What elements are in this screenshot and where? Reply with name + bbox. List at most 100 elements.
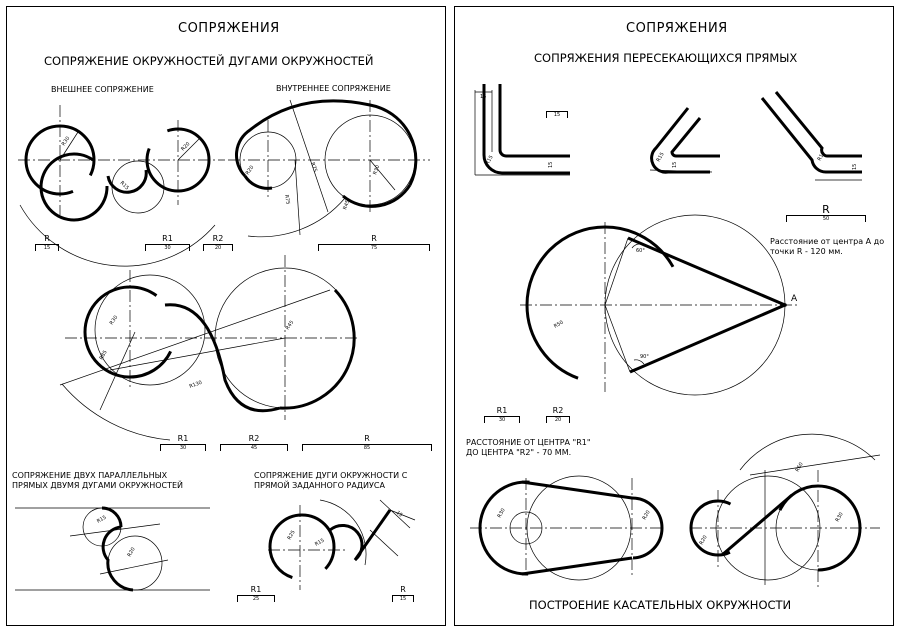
callout-r15: R15 xyxy=(119,180,130,191)
callout-r85: R85 xyxy=(99,349,109,361)
callout-r15d: R15 xyxy=(314,538,326,548)
callout-r15c: R15 xyxy=(96,515,108,525)
callout-r20b: R20 xyxy=(245,165,256,177)
dim-label: R xyxy=(44,234,50,243)
point-a-label: A xyxy=(791,294,798,304)
dim-label: R xyxy=(364,434,370,443)
distance-note-r1-r2: РАССТОЯНИЕ ОТ ЦЕНТРА "R1"ДО ЦЕНТРА "R2" … xyxy=(466,438,591,457)
dim-bar xyxy=(546,111,568,118)
dim-label: R2 xyxy=(248,434,260,443)
callout-r15f: R15 xyxy=(656,151,666,163)
dim-value: 15 xyxy=(553,112,561,118)
dim-value: 20 xyxy=(214,245,222,251)
dim-label: R1 xyxy=(162,234,173,243)
dim-box-corner-15: 15 xyxy=(546,101,568,121)
callout-r15g: R15 xyxy=(817,150,827,162)
dim-bar xyxy=(35,244,59,251)
dim-box-int-r: R 75 xyxy=(318,234,430,254)
dim-value: 85 xyxy=(363,445,371,451)
right-sheet-title: СОПРЯЖЕНИЯ xyxy=(626,21,728,36)
dim-label: R2 xyxy=(552,406,564,415)
dim-value: 30 xyxy=(498,417,506,423)
internal-tangency-figure: R75 R45 R30 R20 R75 xyxy=(228,99,430,238)
dim-box-mix-r: R 85 xyxy=(302,434,432,454)
internal-tangents-figure: R20 R30 R60 xyxy=(689,433,881,590)
parallel-lines-figure: R15 R20 xyxy=(15,506,210,592)
dim-value: 75 xyxy=(370,245,378,251)
external-tangency-label: ВНЕШНЕЕ СОПРЯЖЕНИЕ xyxy=(51,85,154,94)
dim-bar xyxy=(160,444,206,451)
callout-r60: R60 xyxy=(795,461,805,473)
dim-value: 15 xyxy=(43,245,51,251)
callout-90deg: 90° xyxy=(640,354,649,360)
left-drawing-sheet xyxy=(6,6,446,626)
dim-label: R xyxy=(400,585,406,594)
callout-r30d: R30 xyxy=(497,507,507,519)
dim-value: 30 xyxy=(164,245,171,251)
tangent-construction-heading: ПОСТРОЕНИЕ КАСАТЕЛЬНЫХ ОКРУЖНОСТИ xyxy=(529,598,792,612)
dim-box-arc-r: R 15 xyxy=(392,585,414,605)
dim-value: 15 xyxy=(399,596,407,602)
external-tangency-figure: R30 R20 R 15 xyxy=(18,105,225,267)
dim-bar xyxy=(484,416,520,423)
callout-r20e: R20 xyxy=(699,534,709,546)
callout-d15d: 15 xyxy=(852,164,858,170)
tangent-from-point-figure: A R50 60° 90° xyxy=(520,214,800,396)
dim-label: R xyxy=(371,234,377,243)
callout-r45c: R45 xyxy=(285,320,296,332)
callout-r50: R50 xyxy=(553,320,565,330)
callout-r20: R20 xyxy=(180,141,191,152)
left-sheet-title: СОПРЯЖЕНИЯ xyxy=(178,21,280,36)
callout-d15b: 15 xyxy=(548,162,554,168)
dim-bar xyxy=(203,244,233,251)
callout-r20c: R20 xyxy=(127,546,137,558)
dim-label: R1 xyxy=(496,406,508,415)
callout-r30b: R30 xyxy=(372,164,381,175)
callout-d15c: 15 xyxy=(672,162,678,168)
callout-d15: 15 xyxy=(480,94,486,100)
dim-value: 50 xyxy=(822,216,830,222)
dim-bar xyxy=(546,416,570,423)
callout-r75b: R75 xyxy=(283,194,291,205)
dim-label: R2 xyxy=(212,234,224,243)
dim-box-ext-r: R 15 xyxy=(35,234,59,254)
callout-dim15: 15 xyxy=(395,510,404,519)
dim-value: 20 xyxy=(554,417,562,423)
corner-fillet-figures: 15 R15 15 R15 15 R15 15 xyxy=(474,84,862,181)
left-sheet-heading: СОПРЯЖЕНИЕ ОКРУЖНОСТЕЙ ДУГАМИ ОКРУЖНОСТЕ… xyxy=(44,54,374,68)
callout-r20d: R20 xyxy=(642,509,652,521)
mixed-tangency-figure: R30 R45 R85 R130 xyxy=(59,255,360,441)
external-tangents-figure: R30 R20 xyxy=(470,475,665,581)
internal-tangency-label: ВНУТРЕННЕЕ СОПРЯЖЕНИЕ xyxy=(276,84,391,93)
dim-value: 30 xyxy=(179,445,187,451)
callout-r30e: R30 xyxy=(835,511,845,523)
dim-label: R1 xyxy=(250,585,262,594)
dim-label: R1 xyxy=(177,434,189,443)
dim-bar xyxy=(318,244,430,251)
right-sheet-heading: СОПРЯЖЕНИЯ ПЕРЕСЕКАЮЩИХСЯ ПРЯМЫХ xyxy=(534,51,798,65)
point-a-marker xyxy=(783,303,787,307)
dim-label: R xyxy=(822,203,830,216)
dim-bar xyxy=(786,215,866,222)
callout-r15e: R15 xyxy=(485,154,495,166)
callout-r130: R130 xyxy=(189,380,203,390)
callout-60deg: 60° xyxy=(636,248,645,254)
dim-bar xyxy=(237,595,275,602)
dim-bar xyxy=(220,444,288,451)
dim-value: 25 xyxy=(252,596,260,602)
dim-bar xyxy=(302,444,432,451)
callout-r30c: R30 xyxy=(109,315,120,327)
callout-r30: R30 xyxy=(61,136,72,148)
arc-line-figure: R25 R15 15 xyxy=(268,499,416,590)
callout-r45: R45 xyxy=(342,199,351,210)
